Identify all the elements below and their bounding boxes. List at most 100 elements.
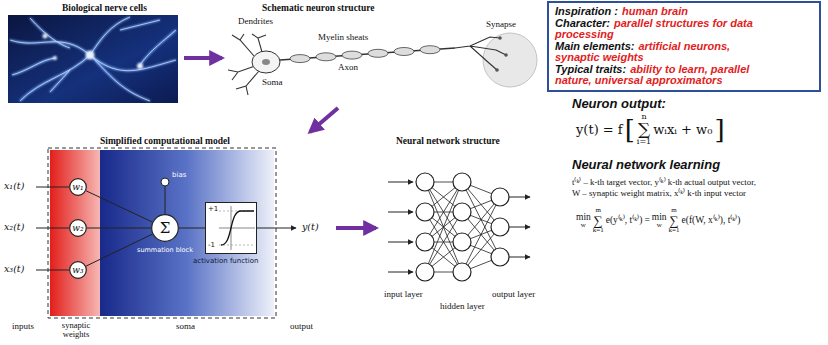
summation-circle: Σ bbox=[151, 214, 179, 242]
flow-arrow bbox=[184, 56, 222, 60]
nerve-cell-photo bbox=[120, 20, 160, 30]
network-graph bbox=[453, 233, 471, 251]
neuron-schematic bbox=[498, 36, 502, 40]
nerve-cell-photo bbox=[50, 70, 70, 92]
formula-part: ∑ bbox=[594, 214, 603, 227]
neuron-schematic bbox=[495, 36, 508, 72]
formula-part: min bbox=[576, 212, 591, 222]
nerve-cell-photo bbox=[90, 17, 130, 55]
part-label: Myelin sheats bbox=[318, 33, 368, 43]
formula-part: n bbox=[641, 113, 646, 121]
nerve-cell-photo bbox=[120, 20, 160, 30]
plot-guide bbox=[219, 211, 255, 245]
flow-arrow bbox=[310, 108, 338, 132]
network-graph bbox=[388, 182, 530, 272]
circle-outline bbox=[70, 220, 87, 237]
formula-part: ∑ bbox=[638, 121, 650, 138]
network-graph bbox=[491, 218, 509, 236]
nerve-cell-photo bbox=[140, 30, 176, 65]
sigmoid-curve bbox=[221, 211, 254, 245]
formula-part: w bbox=[657, 222, 662, 229]
neuron-schematic bbox=[232, 34, 254, 56]
neuron-schematic bbox=[290, 55, 310, 63]
formula-part: min bbox=[652, 212, 667, 222]
neuron-model bbox=[36, 186, 296, 270]
network-graph bbox=[388, 212, 413, 213]
nerve-cell-photo bbox=[8, 15, 178, 103]
circle-outline bbox=[70, 262, 87, 279]
part-label: Axon bbox=[338, 63, 358, 73]
neuron-schematic bbox=[252, 34, 266, 52]
formula-column: Neuron output: y(t) = f[n∑i=1wᵢxᵢ + w₀] … bbox=[572, 97, 826, 234]
section-label: soma bbox=[176, 322, 195, 332]
formula-part: i=1 bbox=[637, 138, 651, 146]
flow-arrow bbox=[336, 226, 376, 230]
info-box: Inspiration :human brainCharacter:parall… bbox=[547, 1, 821, 92]
circle-outline bbox=[70, 179, 87, 196]
weight-circle: w₃ bbox=[69, 261, 87, 279]
neuron-schematic bbox=[228, 33, 537, 95]
section-heading: Neuron output: bbox=[572, 97, 826, 111]
neuron-schematic bbox=[228, 66, 255, 80]
nerve-cell-photo bbox=[8, 15, 178, 103]
neuron-model bbox=[161, 178, 169, 186]
network-graph bbox=[388, 173, 530, 281]
network-graph bbox=[453, 263, 471, 281]
activation-box: +1-1 bbox=[205, 202, 257, 254]
property-name: Typical traits: bbox=[555, 63, 626, 75]
neuron-model bbox=[100, 150, 274, 316]
nerve-cell-photo bbox=[50, 70, 70, 92]
neuron-model bbox=[257, 228, 296, 229]
plot-axis bbox=[219, 206, 255, 250]
neuron-model bbox=[165, 186, 166, 214]
part-label: Soma bbox=[262, 78, 283, 88]
figure-title: Biological nerve cells bbox=[62, 3, 147, 13]
bias-label: bias bbox=[172, 172, 186, 180]
neuron-schematic bbox=[252, 51, 280, 73]
nerve-cell-photo bbox=[30, 18, 70, 48]
neuron-schematic bbox=[483, 33, 537, 87]
neuron-schematic bbox=[228, 34, 506, 95]
nerve-cell-photo bbox=[30, 18, 70, 48]
network-graph bbox=[509, 197, 530, 198]
nerve-cell-photo bbox=[43, 34, 144, 70]
nerve-cell-photo bbox=[10, 17, 176, 101]
formula-part: w bbox=[581, 222, 586, 229]
network-graph bbox=[491, 188, 509, 206]
part-label: Synapse bbox=[486, 20, 516, 30]
node-text: w₂ bbox=[72, 223, 83, 233]
level-mark: -1 bbox=[208, 242, 215, 249]
weight-circle: w₁ bbox=[69, 178, 87, 196]
nerve-cell-photo bbox=[10, 17, 176, 101]
node-text: w₁ bbox=[72, 182, 83, 192]
neuron-model bbox=[36, 148, 296, 318]
node-text: Σ bbox=[160, 219, 171, 237]
formula: minwm∑k=1e(y⁽ᵏ⁾, t⁽ᵏ⁾)=minwm∑k=1e(f(W, x… bbox=[576, 207, 826, 234]
nerve-cell-photo bbox=[137, 63, 143, 69]
nerve-cell-photo bbox=[20, 55, 90, 101]
network-graph bbox=[453, 203, 471, 221]
input-signal: x₃(t) bbox=[4, 264, 24, 274]
section-label: output bbox=[290, 322, 313, 332]
circle-outline bbox=[152, 215, 179, 242]
network-graph bbox=[416, 263, 434, 281]
property-value: human brain bbox=[622, 5, 688, 17]
formula-part: e(f(W, x⁽ᵏ⁾), t⁽ᵏ⁾) bbox=[682, 215, 741, 225]
neuron-model bbox=[50, 150, 100, 316]
property-name: Character: bbox=[555, 17, 610, 29]
network-graph bbox=[509, 257, 530, 258]
section-label: inputs bbox=[12, 322, 34, 332]
node-text: w₃ bbox=[72, 265, 83, 275]
network-graph bbox=[509, 227, 530, 228]
formula-part: wᵢxᵢ + w₀ bbox=[653, 123, 712, 137]
definition-text: t⁽ᵏ⁾ – k-th target vector, y⁽ᵏ⁾ k-th act… bbox=[572, 178, 826, 188]
input-signal: x₁(t) bbox=[4, 181, 24, 191]
nerve-cell-photo bbox=[20, 55, 90, 101]
network-graph bbox=[388, 242, 413, 243]
property-name: Inspiration : bbox=[555, 5, 618, 17]
neuron-model bbox=[48, 148, 276, 318]
network-graph bbox=[388, 272, 413, 273]
formula-part: m bbox=[671, 207, 676, 214]
neuron-schematic bbox=[394, 48, 414, 56]
connector bbox=[87, 228, 151, 229]
